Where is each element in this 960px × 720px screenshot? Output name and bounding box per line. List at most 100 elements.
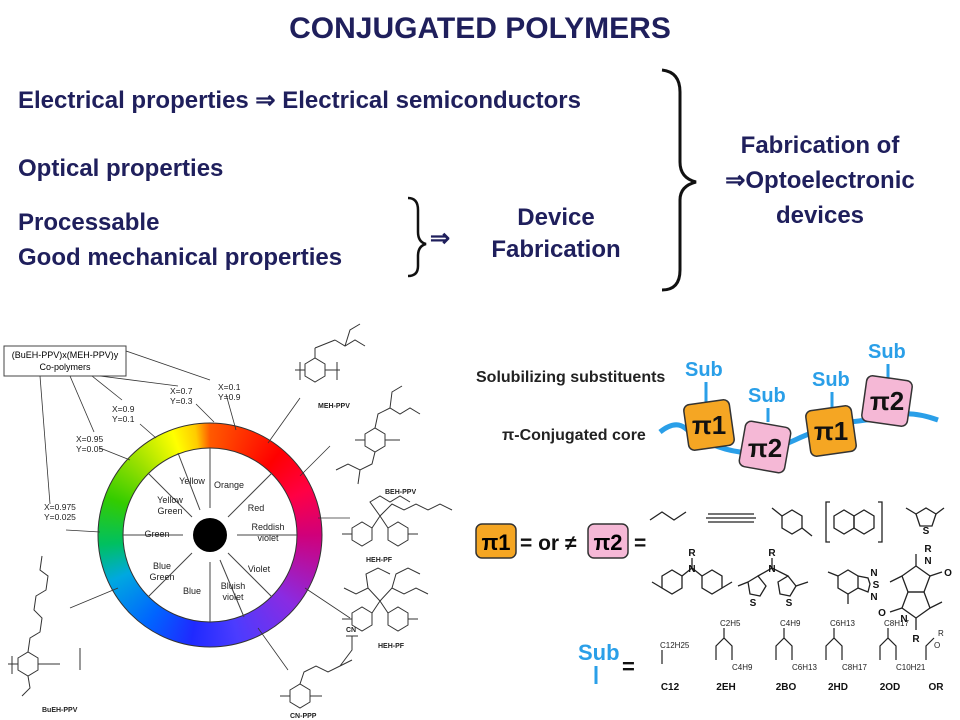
copolymer-label: (BuEH-PPV)x(MEH-PPV)y	[12, 350, 119, 360]
wheel-spokes	[123, 448, 297, 622]
chain-or: OR	[929, 682, 945, 693]
monomer-structures	[649, 501, 945, 630]
atom-n-dpp-2: N	[900, 614, 907, 625]
braces	[407, 68, 697, 292]
atom-n-dtp: N	[768, 564, 775, 575]
processable-text: Processable	[18, 209, 160, 236]
atom-n-btd-2: N	[870, 592, 877, 603]
atom-r-dpp-2: R	[912, 634, 920, 645]
atom-n-carbazole: N	[688, 564, 695, 575]
solubilizing-label: Solubilizing substituents	[476, 369, 665, 386]
formula-od-top: C8H17	[884, 619, 909, 628]
ratio-y-1: Y=0.3	[170, 396, 193, 406]
pi2-box-2	[861, 375, 913, 427]
label-cn-ppp: CN-PPP	[290, 713, 317, 720]
atom-o-dpp-2: O	[878, 608, 886, 619]
ratio-y-4: Y=0.025	[44, 512, 76, 522]
atom-s-dtp-1: S	[750, 598, 757, 609]
ratio-x-2: X=0.9	[112, 404, 135, 414]
chain-2hd: 2HD	[828, 682, 848, 693]
formula-eh-top: C2H5	[720, 619, 741, 628]
pi1-box-1	[683, 399, 735, 451]
ratio-x-3: X=0.95	[76, 434, 103, 444]
ratio-x-4: X=0.975	[44, 502, 76, 512]
pi1-eq-box	[475, 523, 517, 559]
core-label: π-Conjugated core	[502, 427, 646, 444]
sub-eq-label: Sub	[578, 640, 620, 665]
optical-properties-text: Optical properties	[18, 155, 224, 182]
seg-blue: Blue	[183, 586, 201, 596]
label-cn: CN	[346, 627, 356, 634]
small-brace	[407, 196, 427, 278]
label-bueh-ppv: BuEH-PPV	[42, 707, 78, 714]
atom-r-dpp-1: R	[924, 544, 932, 555]
chain-2eh: 2EH	[716, 682, 735, 693]
formula-bo-side: C6H13	[792, 663, 817, 672]
page-title: CONJUGATED POLYMERS	[289, 12, 671, 45]
sub-label-4: Sub	[868, 341, 906, 363]
ratio-y-0: Y=0.9	[218, 392, 241, 402]
ratio-y-3: Y=0.05	[76, 444, 103, 454]
seg-orange: Orange	[214, 480, 244, 490]
formula-eh-side: C4H9	[732, 663, 753, 672]
large-brace	[661, 68, 697, 292]
seg-bluish-1: Bluish	[221, 581, 246, 591]
thiophene	[915, 507, 937, 527]
formula-bo-top: C4H9	[780, 619, 801, 628]
atom-s-thiophene: S	[923, 526, 930, 537]
formula-or-r: R	[938, 629, 944, 638]
device-arrow: ⇒	[430, 225, 451, 252]
formula-hd-top: C6H13	[830, 619, 855, 628]
vinylene	[649, 511, 687, 521]
pi1-eq-text: π1	[481, 530, 510, 555]
ratio-x-0: X=0.1	[218, 382, 241, 392]
seg-bluish-2: violet	[222, 592, 244, 602]
seg-yellow: Yellow	[179, 476, 205, 486]
formula-od-side: C10H21	[896, 663, 926, 672]
formula-c12: C12H25	[660, 641, 690, 650]
phenylene	[781, 509, 803, 535]
electrical-properties-text: Electrical properties ⇒ Electrical semic…	[18, 87, 581, 114]
seg-blue-green-1: Blue	[153, 561, 171, 571]
label-meh-ppv: MEH-PPV	[318, 403, 350, 410]
pi1-text-2: π1	[814, 416, 848, 446]
ratio-y-2: Y=0.1	[112, 414, 135, 424]
atom-s-dtp-2: S	[786, 598, 793, 609]
pi2-text-1: π2	[748, 433, 782, 463]
pi2-text-2: π2	[870, 386, 904, 416]
atom-r-dtp: R	[768, 548, 776, 559]
conjugated-core-figure: Solubilizing substituents π-Conjugated c…	[475, 341, 952, 693]
atom-n-dpp-1: N	[924, 556, 931, 567]
seg-reddish-1: Reddish	[251, 522, 284, 532]
seg-reddish-2: violet	[257, 533, 279, 543]
pi2-box-1	[738, 420, 792, 474]
leader-lines	[39, 350, 351, 671]
optoelectronic-devices-label: Fabrication of ⇒Optoelectronic devices	[725, 132, 915, 229]
label-beh-ppv: BEH-PPV	[385, 489, 416, 496]
pi1-box-2	[805, 405, 857, 457]
ethynylene	[706, 513, 756, 523]
polymer-structures	[8, 323, 453, 709]
sub-label-1: Sub	[685, 359, 723, 381]
chain-2bo: 2BO	[776, 682, 797, 693]
copolymer-box	[3, 345, 127, 377]
atom-s-btd: S	[873, 580, 880, 591]
seg-green: Green	[144, 529, 169, 539]
seg-violet: Violet	[248, 564, 271, 574]
eq-end-text: =	[634, 532, 646, 555]
formula-or-o: O	[934, 641, 940, 650]
atom-n-btd-1: N	[870, 568, 877, 579]
wheel-center	[193, 518, 227, 552]
chain-c12: C12	[661, 682, 680, 693]
label-heh-pf-1: HEH-PF	[366, 557, 393, 564]
copolymer-sublabel: Co-polymers	[39, 362, 91, 372]
atom-r-carbazole: R	[688, 548, 696, 559]
seg-yellow-green-1: Yellow	[157, 495, 183, 505]
device-fabrication-label: Device Fabrication	[491, 204, 621, 263]
pi1-text-1: π1	[692, 410, 726, 440]
pi2-eq-box	[587, 523, 629, 559]
seg-yellow-green-2: Green	[157, 506, 182, 516]
eq-or-text: = or ≠	[520, 532, 577, 555]
color-wheel-figure: Yellow Orange Yellow Green Red Green Red…	[3, 323, 453, 720]
seg-blue-green-2: Green	[149, 572, 174, 582]
